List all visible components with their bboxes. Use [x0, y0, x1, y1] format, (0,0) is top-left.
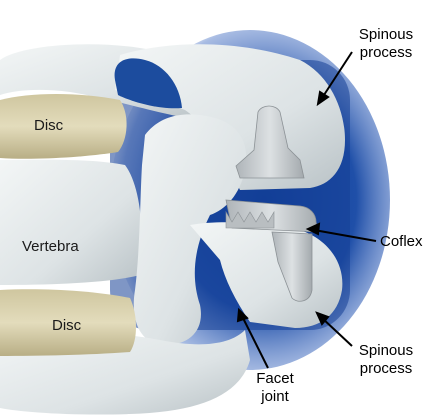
arrow-coflex — [313, 229, 377, 242]
label-disc-top: Disc — [34, 117, 64, 134]
arrow-spinous-top-head — [316, 90, 330, 107]
label-spinous-top-line2: process — [359, 44, 413, 61]
label-spinous-process-top: Spinous process — [354, 26, 418, 62]
arrow-coflex-head — [305, 222, 321, 236]
label-facet-line2: joint — [261, 388, 289, 405]
label-vertebra: Vertebra — [22, 238, 79, 255]
arrow-spinous-bottom-head — [315, 311, 330, 326]
upper-lamina-opening — [114, 58, 182, 109]
disc-bottom — [0, 289, 136, 356]
arrow-spinous-bottom — [321, 317, 353, 347]
label-spinous-top-line1: Spinous — [358, 26, 414, 43]
label-disc-bottom: Disc — [52, 317, 82, 334]
label-arrows — [236, 51, 377, 369]
articular-process — [133, 114, 247, 345]
coflex-lower-wing — [271, 231, 313, 302]
coflex-teeth — [225, 210, 275, 229]
label-spinous-bottom-line2: process — [359, 360, 413, 377]
arrow-spinous-top — [321, 51, 353, 99]
label-coflex: Coflex — [380, 233, 423, 250]
arrow-facet-head — [236, 307, 249, 323]
arrow-facet — [241, 315, 269, 369]
disc-top — [0, 94, 127, 159]
label-facet-joint: Facet joint — [250, 370, 300, 406]
label-facet-line1: Facet — [256, 370, 294, 387]
label-spinous-bottom-line1: Spinous — [358, 342, 414, 359]
coflex-upper-wing — [235, 105, 305, 179]
vertebra-body — [0, 159, 142, 285]
label-spinous-process-bottom: Spinous process — [354, 342, 418, 378]
